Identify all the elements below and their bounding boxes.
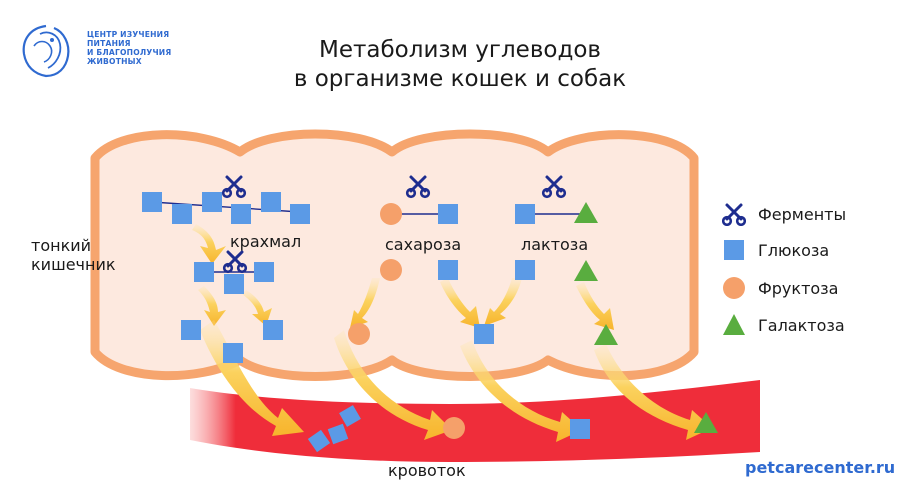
galactose-triangle (694, 412, 718, 433)
intestine-label-line-1: тонкий (31, 236, 92, 255)
glucose-square (474, 324, 494, 344)
glucose-square (570, 419, 590, 439)
galactose-triangle (594, 324, 618, 345)
glucose-square (202, 192, 222, 212)
glucose-square (261, 192, 281, 212)
glucose-square (142, 192, 162, 212)
title-line-2: в организме кошек и собак (293, 66, 627, 92)
legend-label: Глюкоза (758, 240, 830, 260)
logo-emblem (22, 24, 70, 78)
glucose-square (515, 204, 535, 224)
fructose-circle (443, 417, 465, 439)
intestine-label: тонкий кишечник (31, 236, 116, 274)
glucose-square (254, 262, 274, 282)
logo-line: ЦЕНТР ИЗУЧЕНИЯ (87, 30, 170, 39)
starch-label: крахмал (230, 232, 302, 251)
arrow-glucose-to-blood (460, 340, 582, 442)
legend-label: Фруктоза (758, 278, 839, 298)
galactose-triangle (574, 202, 598, 223)
bloodstream-contents (307, 405, 718, 453)
legend-item-galactose: Галактоза (722, 312, 845, 338)
arrow-fructose-left (350, 278, 380, 328)
legend-item-glucose: Глюкоза (722, 237, 829, 263)
glucose-square (339, 405, 361, 427)
arrow-starch-right (242, 290, 272, 326)
starch-molecule (142, 175, 310, 224)
logo-line: ПИТАНИЯ (87, 39, 131, 48)
starch-fragment (194, 250, 274, 294)
arrow-galactose (576, 282, 614, 330)
glucose-square (290, 204, 310, 224)
arrow-starch-left (198, 286, 226, 326)
lactose-label: лактоза (521, 235, 589, 254)
glucose-square (223, 343, 243, 363)
legend-item-fructose: Фруктоза (722, 275, 838, 301)
glucose-square (181, 320, 201, 340)
glucose-square (327, 423, 349, 445)
glucose-square (438, 260, 458, 280)
fructose-circle (380, 259, 402, 281)
glucose-square (172, 204, 192, 224)
intestine-label-line-2: кишечник (31, 255, 116, 274)
glucose-square (231, 204, 251, 224)
logo-line: ЖИВОТНЫХ (87, 57, 142, 66)
fructose-circle (380, 203, 402, 225)
bloodstream-label: кровоток (388, 461, 466, 480)
glucose-square (438, 204, 458, 224)
triangle-icon (722, 313, 746, 337)
title-line-1: Метаболизм углеводов (319, 37, 601, 63)
square-icon (722, 238, 746, 262)
page-title: Метаболизм углеводов в организме кошек и… (260, 36, 660, 94)
arrow-starch-split (192, 224, 226, 264)
glucose-square (194, 262, 214, 282)
circle-icon (722, 276, 746, 300)
legend-label: Галактоза (758, 315, 845, 335)
fructose-circle (348, 323, 370, 345)
glucose-square (515, 260, 535, 280)
arrow-glucose-sucrose (440, 278, 480, 328)
footer-url[interactable]: petcarecenter.ru (745, 458, 896, 477)
legend-item-enzymes: Ферменты (722, 201, 846, 227)
glucose-square (263, 320, 283, 340)
logo-line: И БЛАГОПОЛУЧИЯ (87, 48, 172, 57)
arrow-glucose-lactose (484, 278, 522, 326)
glucose-square (307, 429, 331, 453)
arrow-fructose-to-blood (334, 330, 452, 440)
galactose-triangle (574, 260, 598, 281)
logo-text: ЦЕНТР ИЗУЧЕНИЯ ПИТАНИЯ И БЛАГОПОЛУЧИЯ ЖИ… (87, 30, 197, 66)
lactose-molecule (515, 175, 598, 224)
sucrose-label: сахароза (385, 235, 462, 254)
legend-label: Ферменты (758, 204, 847, 224)
glucose-square (224, 274, 244, 294)
sucrose-molecule (380, 175, 458, 225)
scissors-icon (722, 202, 746, 226)
